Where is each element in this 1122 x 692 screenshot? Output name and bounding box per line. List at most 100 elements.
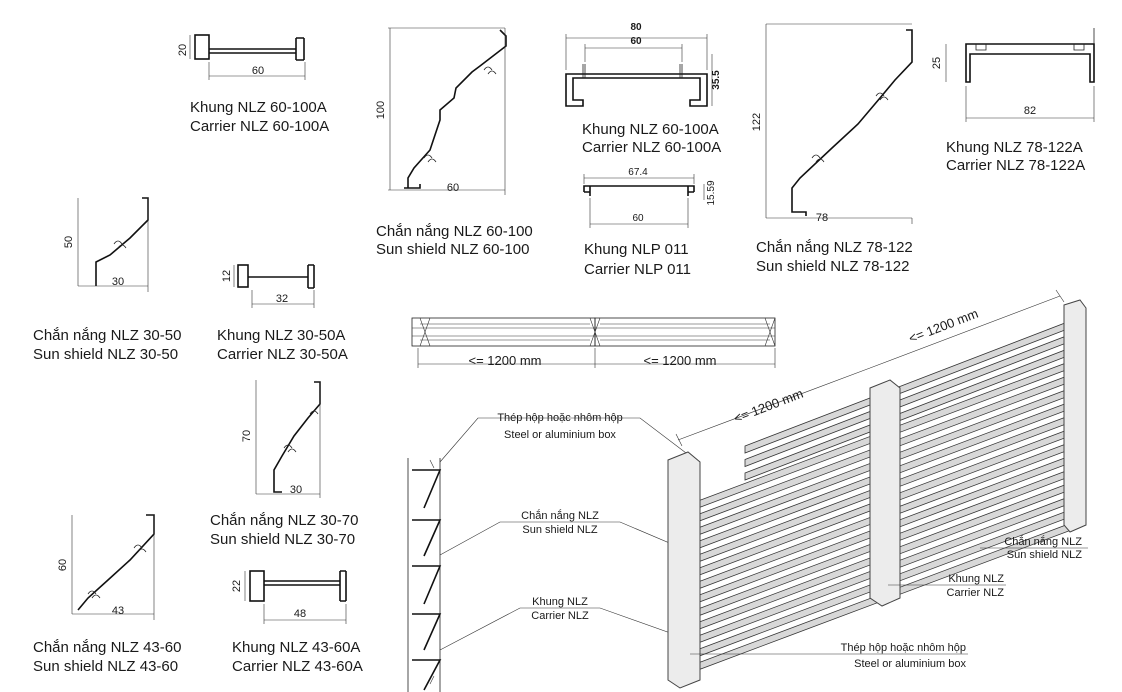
dim-width: 82 xyxy=(1024,105,1036,117)
isometric-assembly: <= 1200 mm <= 1200 mm Chắn nắng NLZ Sun … xyxy=(667,289,1088,689)
caption-en: Sun shield NLZ 30-50 xyxy=(33,346,178,363)
profile-shape xyxy=(249,570,265,602)
dim-width: 30 xyxy=(112,276,124,288)
profile-sun-shield-nlz-78-122: 78 122 Chắn nắng NLZ 78-122 Sun shield N… xyxy=(751,23,913,275)
label-shield-right-vi: Chắn nắng NLZ xyxy=(1004,535,1082,548)
dim-width: 78 xyxy=(816,212,828,224)
label-shield-mid-vi: Chắn nắng NLZ xyxy=(521,509,599,522)
label-carrier-right-vi: Khung NLZ xyxy=(948,573,1004,585)
caption-en: Sun shield NLZ 60-100 xyxy=(376,241,529,258)
iso-post-middle xyxy=(869,379,901,607)
profile-shape xyxy=(565,73,708,107)
caption-vi: Khung NLP 011 xyxy=(584,241,689,258)
caption-vi: Chắn nắng NLZ 30-70 xyxy=(210,512,358,529)
profile-shape xyxy=(248,264,315,289)
label-shield-mid-en: Sun shield NLZ xyxy=(522,524,597,536)
caption-vi: Chắn nắng NLZ 78-122 xyxy=(756,239,913,256)
dim-height: 70 xyxy=(241,430,253,442)
profile-shape xyxy=(209,37,305,61)
profile-shape xyxy=(582,64,683,78)
profile-sun-shield-nlz-30-70: 30 70 Chắn nắng NLZ 30-70 Sun shield NLZ… xyxy=(210,380,358,548)
panel-left xyxy=(411,317,596,347)
caption-en: Carrier NLZ 78-122A xyxy=(946,157,1085,174)
caption-vi: Khung NLZ 43-60A xyxy=(232,639,360,656)
profile-carrier-nlz-60-100a-section: 80 60 35.5 Khung NLZ 60-100A Carrier NLZ… xyxy=(565,22,722,156)
profile-carrier-nlz-60-100a-small: 60 20 Khung NLZ 60-100A Carrier NLZ 60-1… xyxy=(177,34,329,135)
label-carrier-low-vi: Khung NLZ xyxy=(532,596,588,608)
dimension-line xyxy=(71,515,155,620)
profile-shape xyxy=(283,410,319,453)
caption-en: Sun shield NLZ 78-122 xyxy=(756,258,909,275)
dim-width: 30 xyxy=(290,484,302,496)
dim-height: 122 xyxy=(751,113,763,131)
dim-width: 43 xyxy=(112,605,124,617)
span-left-label: <= 1200 mm xyxy=(469,353,542,368)
label-shield-right-en: Sun shield NLZ xyxy=(1007,549,1082,561)
iso-span-right-label: <= 1200 mm xyxy=(907,306,981,346)
slat-profile xyxy=(412,469,442,691)
label-box-bottom-vi: Thép hộp hoặc nhôm hộp xyxy=(841,642,966,654)
profile-carrier-nlz-43-60a: 48 22 Khung NLZ 43-60A Carrier NLZ 43-60… xyxy=(231,570,363,675)
dim-height: 50 xyxy=(63,236,75,248)
iso-post-left xyxy=(667,451,701,689)
dim-width: 32 xyxy=(276,293,288,305)
iso-post-right xyxy=(1063,299,1087,533)
dimension-line xyxy=(77,198,149,292)
label-box-bottom-en: Steel or aluminium box xyxy=(854,658,966,670)
dimension-line xyxy=(255,380,321,498)
dim-height: 60 xyxy=(57,559,69,571)
profile-shape xyxy=(965,43,1095,83)
caption-en: Carrier NLZ 43-60A xyxy=(232,658,363,675)
dim-height: 12 xyxy=(221,270,233,282)
profile-carrier-nlp-011: 67.4 60 15.59 Khung NLP 011 Carrier NLP … xyxy=(583,167,717,278)
dim-height: 35.5 xyxy=(711,70,722,90)
caption-vi: Khung NLZ 60-100A xyxy=(582,121,719,138)
leader-carrier-low xyxy=(439,607,691,651)
label-box-top-en: Steel or aluminium box xyxy=(504,429,616,441)
iso-span-left-label: <= 1200 mm xyxy=(732,386,806,426)
profile-shape xyxy=(811,92,889,163)
profile-shape xyxy=(583,185,695,196)
profile-shape xyxy=(87,544,147,599)
caption-en: Sun shield NLZ 43-60 xyxy=(33,658,178,675)
profile-shape xyxy=(264,570,347,602)
caption-vi: Chắn nắng NLZ 30-50 xyxy=(33,327,181,344)
profile-shape xyxy=(95,197,149,286)
profile-sun-shield-nlz-43-60: 43 60 Chắn nắng NLZ 43-60 Sun shield NLZ… xyxy=(33,514,181,675)
dim-width: 60 xyxy=(252,65,264,77)
dim-outer-width: 67.4 xyxy=(628,167,648,178)
dimension-line xyxy=(583,174,705,228)
leader-box-top xyxy=(439,417,691,463)
profile-shape xyxy=(423,66,497,163)
caption-vi: Khung NLZ 78-122A xyxy=(946,139,1083,156)
span-right-label: <= 1200 mm xyxy=(644,353,717,368)
profile-sun-shield-nlz-60-100: 60 100 Chắn nắng NLZ 60-100 Sun shield N… xyxy=(375,27,533,258)
profile-shape xyxy=(237,264,249,288)
profile-carrier-nlz-30-50a: 32 12 Khung NLZ 30-50A Carrier NLZ 30-50… xyxy=(217,264,348,363)
dim-inner-width: 60 xyxy=(630,36,642,47)
dim-height: 15.59 xyxy=(706,180,717,205)
dim-outer-width: 80 xyxy=(630,22,642,33)
panel-right xyxy=(594,317,776,347)
dimension-line xyxy=(208,62,306,80)
dim-height: 100 xyxy=(375,101,387,119)
profile-shape xyxy=(407,29,507,188)
caption-vi: Khung NLZ 60-100A xyxy=(190,99,327,116)
dimension-line xyxy=(233,265,315,308)
label-carrier-low-en: Carrier NLZ xyxy=(531,610,589,622)
profile-shape xyxy=(113,240,127,249)
caption-vi: Khung NLZ 30-50A xyxy=(217,327,345,344)
dimension-line xyxy=(565,34,713,106)
span-elevation: <= 1200 mm <= 1200 mm xyxy=(411,317,776,368)
caption-vi: Chắn nắng NLZ 43-60 xyxy=(33,639,181,656)
profile-shape xyxy=(791,29,913,216)
dimension-line xyxy=(388,27,506,195)
leader-shield-mid xyxy=(439,521,701,557)
dimension-line xyxy=(244,571,347,624)
panel-lines xyxy=(412,317,776,347)
profile-carrier-nlz-78-122a: 82 25 Khung NLZ 78-122A Carrier NLZ 78-1… xyxy=(931,28,1095,174)
vertical-section: Thép hộp hoặc nhôm hộp Steel or aluminiu… xyxy=(407,412,701,692)
caption-en: Carrier NLP 011 xyxy=(584,261,691,278)
section-slats xyxy=(412,469,442,691)
